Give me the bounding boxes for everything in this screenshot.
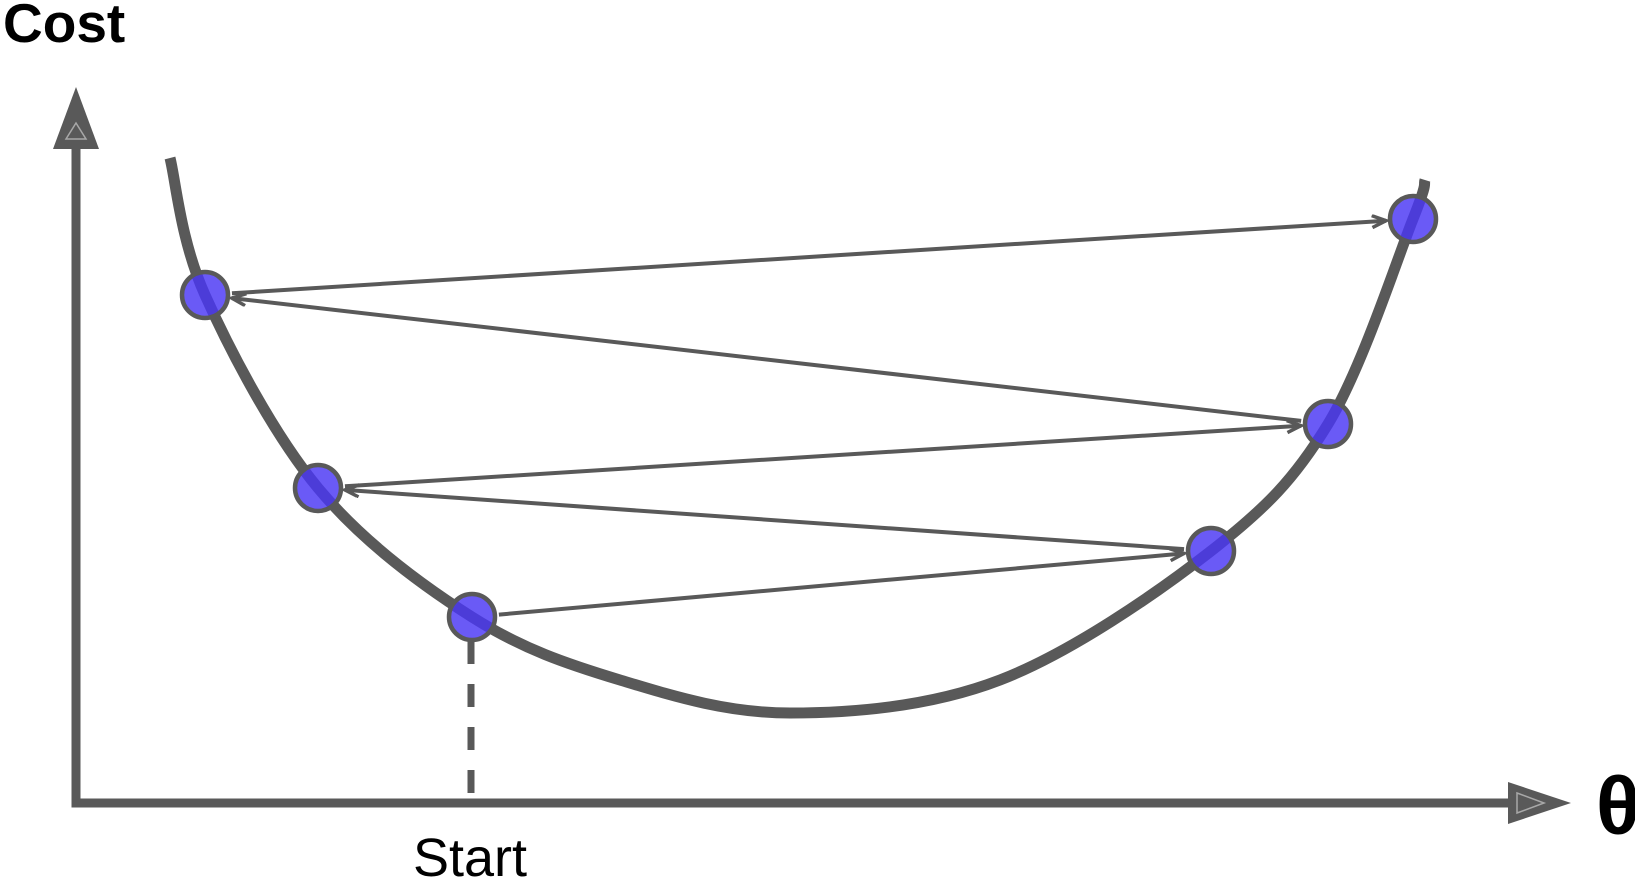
theta-axis-label: θ <box>1596 761 1635 852</box>
start-annotation-label: Start <box>412 828 528 880</box>
cost-curve <box>164 156 1431 719</box>
parameter-point-step-5 <box>1387 193 1439 245</box>
x-axis-arrowhead-inner-outline <box>1516 791 1547 815</box>
parameter-point-step-2 <box>292 462 344 514</box>
gradient-step-arrow-3 <box>344 426 1301 489</box>
y-axis-arrowhead <box>53 87 99 149</box>
y-axis-arrowhead-inner-outline <box>64 121 88 140</box>
gradient-step-arrow-4 <box>232 298 1302 423</box>
parameter-point-step-3 <box>1302 398 1354 450</box>
parameter-point-step-1 <box>1185 525 1237 577</box>
gradient-step-arrow-1 <box>498 553 1184 617</box>
parameter-point-start <box>446 591 498 643</box>
parameter-point-step-4 <box>179 269 231 321</box>
x-axis-arrowhead <box>1508 782 1571 824</box>
cost-axis-label: Cost <box>3 0 126 54</box>
gradient-step-arrow-5 <box>231 221 1386 296</box>
gradient-step-arrow-2 <box>345 490 1185 552</box>
